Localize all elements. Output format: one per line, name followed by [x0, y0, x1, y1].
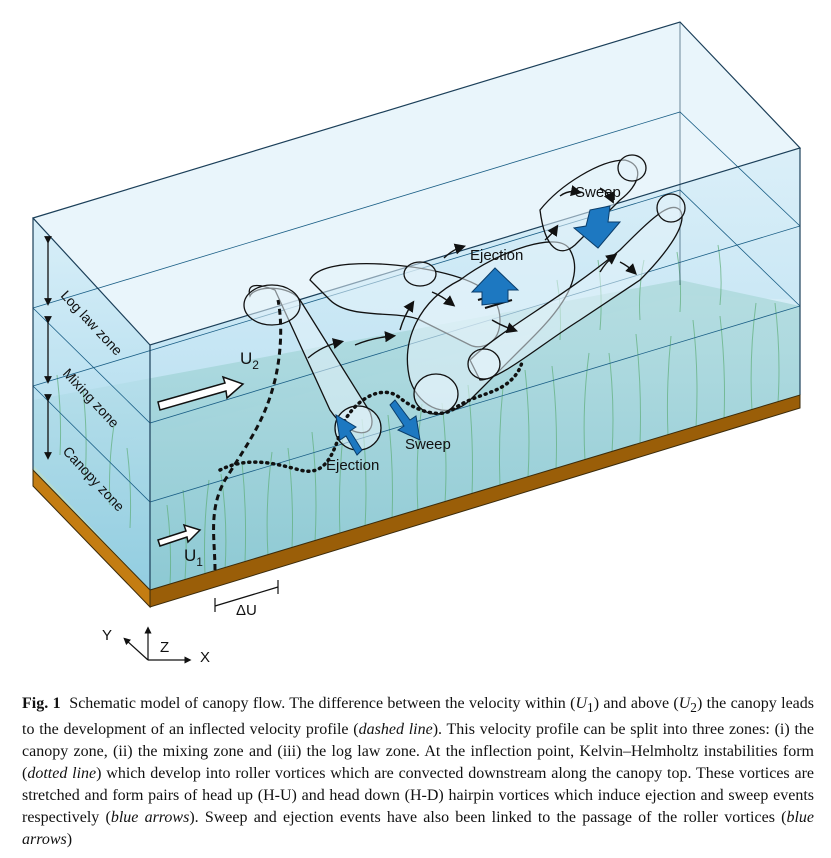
axes-triad [123, 626, 192, 664]
caption-part: ). Sweep and ejection events have also b… [189, 809, 787, 827]
blue-event-arrows [335, 205, 622, 456]
hairpin-right-tail [467, 348, 501, 380]
figure-label: Fig. 1 [22, 695, 61, 712]
diagram-svg: Log law zone Mixing zone Canopy zone [31, 21, 802, 666]
delta-u-bracket [214, 580, 279, 612]
figure-caption: Fig. 1 Schematic model of canopy flow. T… [22, 693, 814, 851]
caption-part: ) the canopy leads to the development of… [22, 695, 814, 739]
sweep-arrow-upper [572, 205, 622, 249]
caption-part: 2 [690, 700, 697, 716]
ejection-arrow-upper [470, 267, 520, 306]
caption-part: ) [66, 831, 73, 849]
hairpin-top-head [617, 154, 647, 182]
roller-vortex-2-end [413, 373, 459, 415]
label-u2: U2 [240, 349, 259, 372]
label-sweep-upper: Sweep [575, 184, 621, 201]
caption-part: U [678, 695, 691, 712]
kh-instability-dotted [218, 360, 524, 473]
ejection-arrow-lower [335, 414, 363, 456]
label-ejection-upper: Ejection [470, 247, 523, 264]
label-sweep-lower: Sweep [405, 436, 451, 453]
velocity-profile-dashed [212, 299, 283, 571]
axis-label-x: X [200, 649, 210, 666]
caption-part: ) and above ( [593, 695, 679, 712]
ground-slab-side [32, 468, 151, 609]
axis-label-y: Y [102, 627, 112, 644]
hairpin-vortex-up [406, 241, 576, 411]
vortex-tubes [243, 154, 686, 451]
caption-text: Schematic model of canopy flow. The diff… [22, 695, 814, 848]
caption-part: 1 [587, 700, 594, 716]
canopy-flow-diagram: Log law zone Mixing zone Canopy zone [31, 21, 802, 666]
caption-part: Schematic model of canopy flow. The diff… [69, 695, 576, 712]
caption-part: dotted line [27, 765, 97, 783]
hairpin-right-head [656, 193, 686, 223]
tank-edges [31, 21, 802, 590]
mean-flow-arrow-u1 [157, 523, 202, 547]
vortex-flow-arrows [307, 185, 637, 359]
axis-label-z: Z [160, 639, 169, 656]
caption-part: ). This velocity profile can be split in… [22, 721, 815, 783]
caption-part: blue arrows [110, 809, 190, 827]
caption-part: blue arrows [22, 809, 814, 849]
caption-part: ) which develop into roller vortices whi… [22, 765, 815, 827]
caption-part: dashed line [358, 721, 433, 739]
caption-part: U [575, 695, 588, 712]
sweep-arrow-lower [389, 399, 421, 441]
label-ejection-lower: Ejection [326, 457, 379, 474]
tank-left-face [33, 218, 150, 590]
roller-vortex-1-head [243, 284, 301, 326]
label-delta-u: ΔU [236, 602, 257, 619]
hairpin-head-up [403, 261, 437, 287]
mean-flow-arrow-u2 [157, 375, 245, 411]
label-u1: U1 [184, 546, 203, 569]
